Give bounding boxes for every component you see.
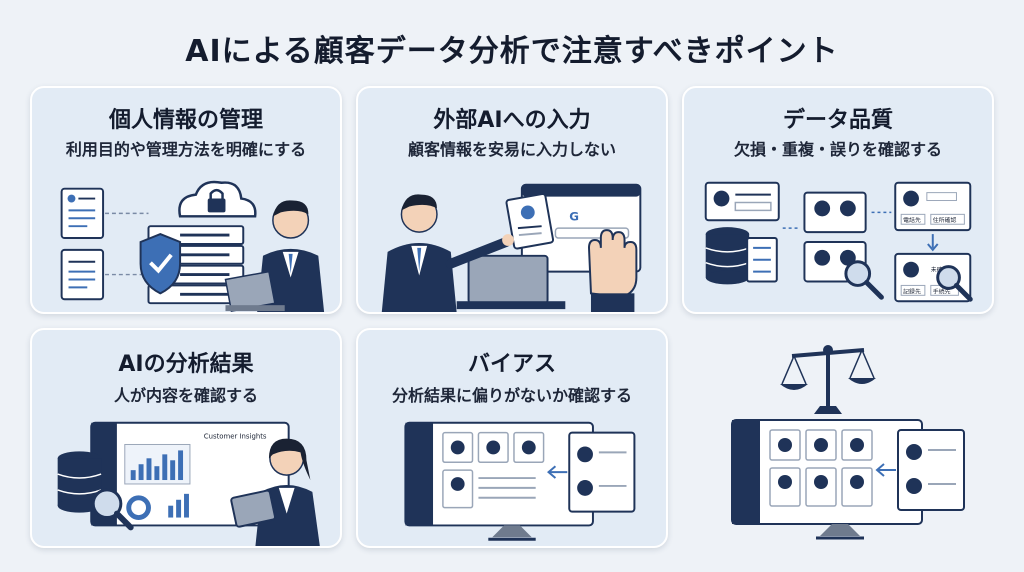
svg-text:手続先: 手続先 [933, 287, 951, 295]
checklist-icon [746, 237, 778, 283]
card-illustration [404, 421, 636, 541]
database-icon [705, 227, 750, 285]
card-title: AIの分析結果 [118, 352, 254, 377]
database-icon [57, 451, 102, 513]
card-ai-results: AIの分析結果 人が内容を確認する Customer Insights [30, 328, 342, 548]
card-illustration: G [381, 183, 642, 312]
svg-text:Customer Insights: Customer Insights [204, 433, 267, 441]
balance-scale-icon [780, 345, 876, 414]
arrow-left-icon [547, 465, 568, 479]
card-subtitle: 分析結果に偏りがないか確認する [391, 386, 632, 405]
magnifier-icon [936, 265, 973, 302]
shield-check-icon [139, 233, 182, 295]
card-illustration [60, 180, 325, 312]
businessman-laptop [224, 200, 325, 312]
cloud-lock-icon [178, 180, 257, 218]
svg-text:G: G [569, 209, 579, 223]
arrow-left-icon [875, 463, 896, 477]
profile-grid-icon [442, 431, 545, 509]
businessman-computer [381, 194, 514, 312]
card-subtitle: 人が内容を確認する [113, 386, 258, 405]
document-icon [60, 248, 105, 301]
svg-text:電話先: 電話先 [903, 216, 921, 224]
card-bias: バイアス 分析結果に偏りがないか確認する [356, 328, 668, 548]
panel-illustration [731, 345, 965, 540]
profile-grid-icon [803, 191, 867, 283]
profile-card-icon [897, 429, 965, 511]
stop-hand-icon [588, 229, 638, 312]
businesswoman-tablet [230, 438, 320, 546]
card-title: 個人情報の管理 [108, 108, 263, 133]
svg-text:住所確認: 住所確認 [933, 216, 957, 224]
card-title: バイアス [467, 352, 556, 377]
card-subtitle: 利用目的や管理方法を明確にする [65, 140, 307, 159]
svg-text:記録先: 記録先 [903, 287, 921, 295]
profile-grid-icon [769, 429, 873, 507]
profile-card-icon: 電話先 住所確認 [894, 181, 972, 232]
card-title: データ品質 [782, 108, 893, 133]
card-personal-info: 個人情報の管理 利用目的や管理方法を明確にする [30, 86, 342, 314]
card-subtitle: 顧客情報を安易に入力しない [407, 140, 616, 159]
magnifier-icon [844, 260, 884, 300]
card-data-quality: データ品質 欠損・重複・誤りを確認する [682, 86, 994, 314]
document-icon [60, 187, 105, 240]
card-illustration: 電話先 住所確認 未確認 記録先 手続先 [704, 181, 973, 303]
profile-card-icon [704, 181, 780, 222]
page-title: AIによる顧客データ分析で注意すべきポイント [185, 34, 839, 69]
card-subtitle: 欠損・重複・誤りを確認する [733, 140, 942, 159]
magnifier-icon [91, 488, 134, 531]
card-title: 外部AIへの入力 [433, 108, 591, 133]
profile-card-icon [568, 431, 636, 513]
panel-fairness [682, 328, 994, 548]
card-external-ai: 外部AIへの入力 顧客情報を安易に入力しない G [356, 86, 668, 314]
profile-document-icon [505, 193, 555, 250]
card-illustration: Customer Insights [57, 421, 320, 546]
